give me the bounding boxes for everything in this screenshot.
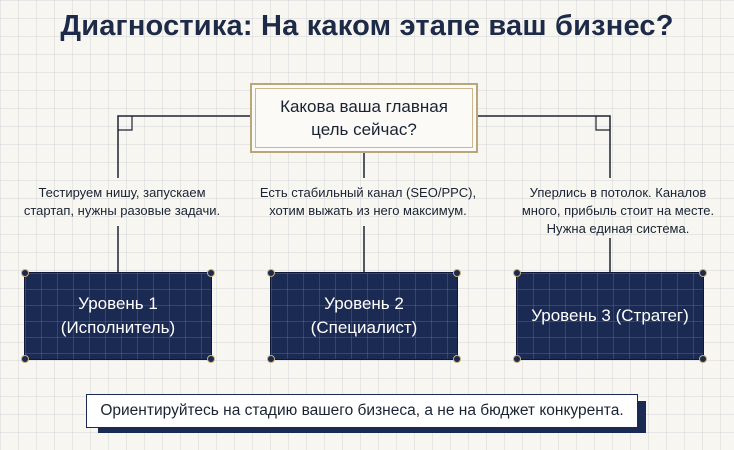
corner-marker bbox=[699, 355, 707, 363]
branch-condition-level-2: Есть стабильный канал (SEO/PPC), хотим в… bbox=[259, 185, 477, 218]
corner-marker bbox=[513, 355, 521, 363]
level-1-label: Уровень 1 (Исполнитель) bbox=[60, 294, 176, 337]
corner-marker bbox=[267, 355, 275, 363]
level-2-label: Уровень 2 (Специалист) bbox=[310, 294, 418, 337]
corner-marker bbox=[513, 269, 521, 277]
connector-right-corner bbox=[595, 116, 610, 131]
level-3-box: Уровень 3 (Стратег) bbox=[513, 269, 707, 363]
footer-note-text: Ориентируйтесь на стадию вашего бизнеса,… bbox=[100, 402, 624, 419]
corner-marker bbox=[21, 269, 29, 277]
footer-note-box: Ориентируйтесь на стадию вашего бизнеса,… bbox=[86, 394, 638, 428]
branch-condition-level-3: Уперлись в потолок. Каналов много, прибы… bbox=[521, 185, 715, 236]
level-1-box: Уровень 1 (Исполнитель) bbox=[21, 269, 215, 363]
corner-marker bbox=[207, 355, 215, 363]
central-question-text: Какова ваша главная цель сейчас? bbox=[280, 97, 448, 139]
page-title: Диагностика: На каком этапе ваш бизнес? bbox=[60, 10, 674, 42]
corner-marker bbox=[267, 269, 275, 277]
central-question-box: Какова ваша главная цель сейчас? bbox=[250, 83, 478, 153]
connector-left-top bbox=[117, 115, 250, 178]
corner-marker bbox=[21, 355, 29, 363]
corner-marker bbox=[453, 269, 461, 277]
branch-condition-level-1: Тестируем нишу, запускаем стартап, нужны… bbox=[23, 185, 221, 218]
corner-marker bbox=[453, 355, 461, 363]
level-2-box: Уровень 2 (Специалист) bbox=[267, 269, 461, 363]
corner-marker bbox=[699, 269, 707, 277]
connector-right-top bbox=[478, 115, 611, 178]
corner-marker bbox=[207, 269, 215, 277]
level-3-label: Уровень 3 (Стратег) bbox=[531, 306, 689, 325]
connector-left-corner bbox=[118, 116, 133, 131]
